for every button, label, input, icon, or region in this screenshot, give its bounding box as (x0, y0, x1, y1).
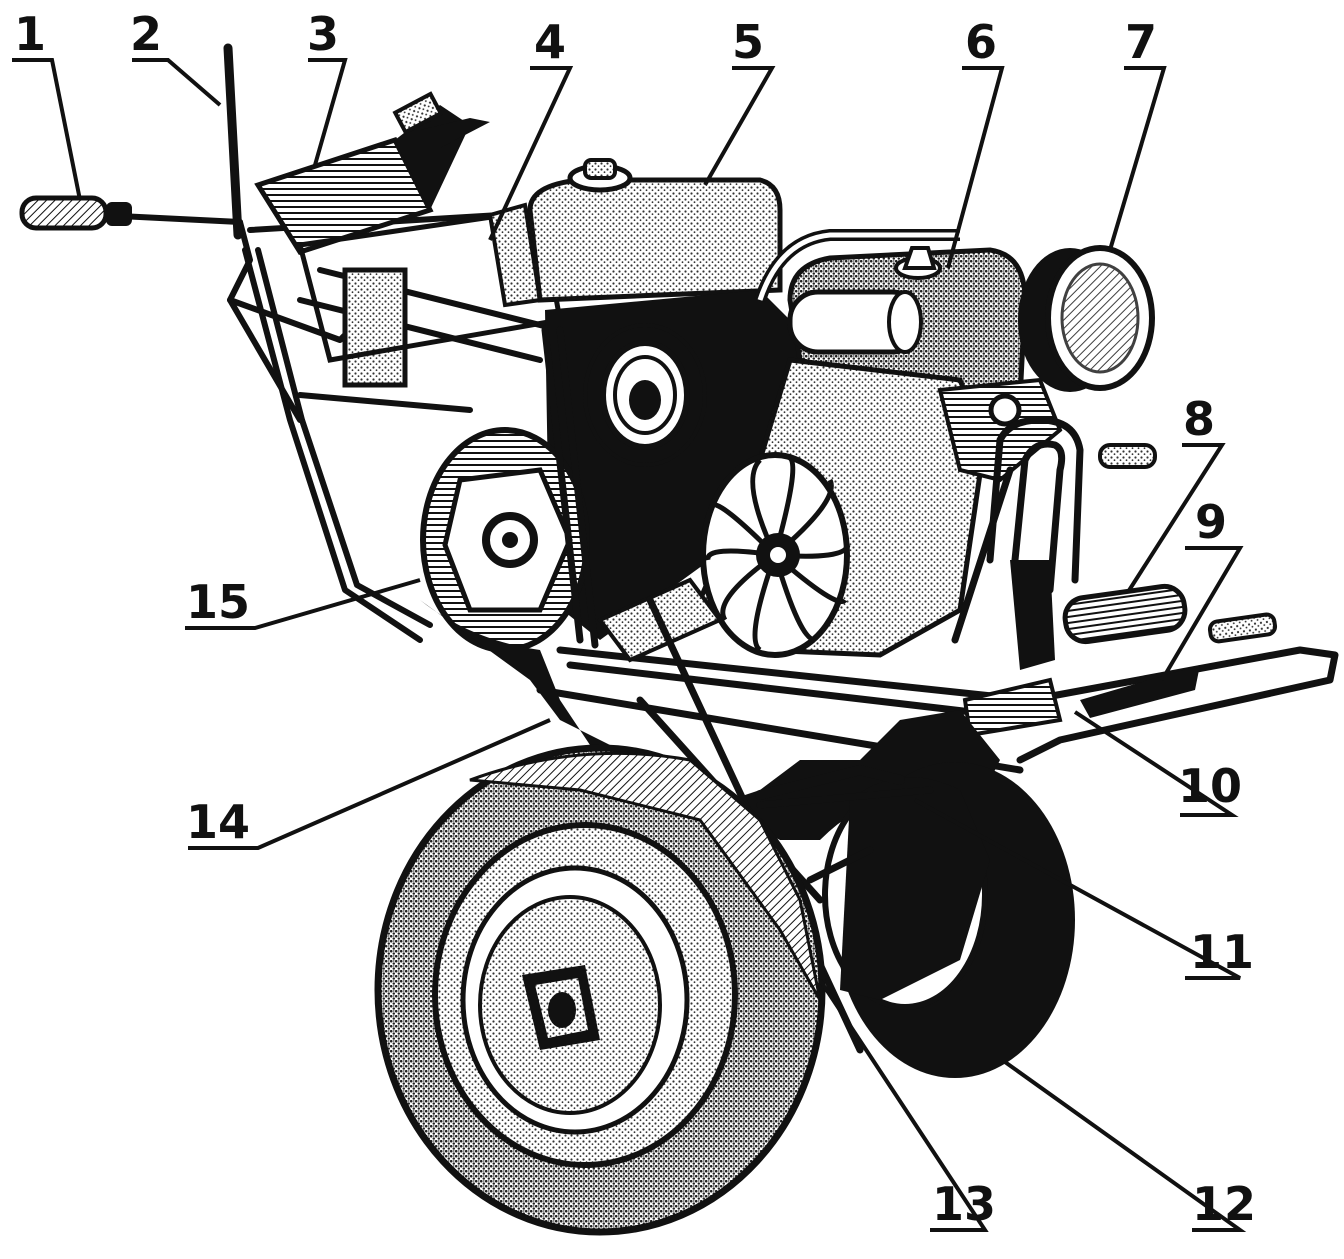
callout-13: 13 (932, 1177, 996, 1231)
undercarriage (420, 600, 1000, 840)
callout-10: 10 (1178, 759, 1242, 813)
callout-4: 4 (534, 15, 566, 69)
callout-5: 5 (732, 15, 764, 69)
rear-wheel (822, 762, 1075, 1078)
callout-9: 9 (1195, 495, 1227, 549)
front-wheel (374, 744, 826, 1236)
callout-15: 15 (186, 575, 250, 629)
callout-6: 6 (965, 15, 997, 69)
callout-1: 1 (14, 7, 46, 61)
cylinder-fins (937, 377, 1157, 483)
belt-pulley-cover (420, 427, 590, 653)
callout-3: 3 (307, 7, 339, 61)
leader-lines (12, 58, 1247, 1232)
fuel-tank (527, 158, 783, 303)
callout-8: 8 (1183, 392, 1215, 446)
tool-box (254, 91, 490, 255)
handle-collar (106, 202, 132, 226)
callout-labels: 1 2 3 4 5 6 7 8 9 10 11 12 13 14 15 (14, 7, 1256, 1231)
footrest-roller (1062, 583, 1278, 645)
callout-14: 14 (186, 795, 250, 849)
callout-7: 7 (1125, 15, 1157, 69)
callout-11: 11 (1190, 925, 1254, 979)
headlight (1018, 245, 1155, 392)
air-filter (583, 323, 707, 467)
callout-12: 12 (1192, 1177, 1256, 1231)
callout-2: 2 (130, 7, 162, 61)
gear-lever (223, 43, 243, 240)
handle-grip (19, 195, 109, 231)
